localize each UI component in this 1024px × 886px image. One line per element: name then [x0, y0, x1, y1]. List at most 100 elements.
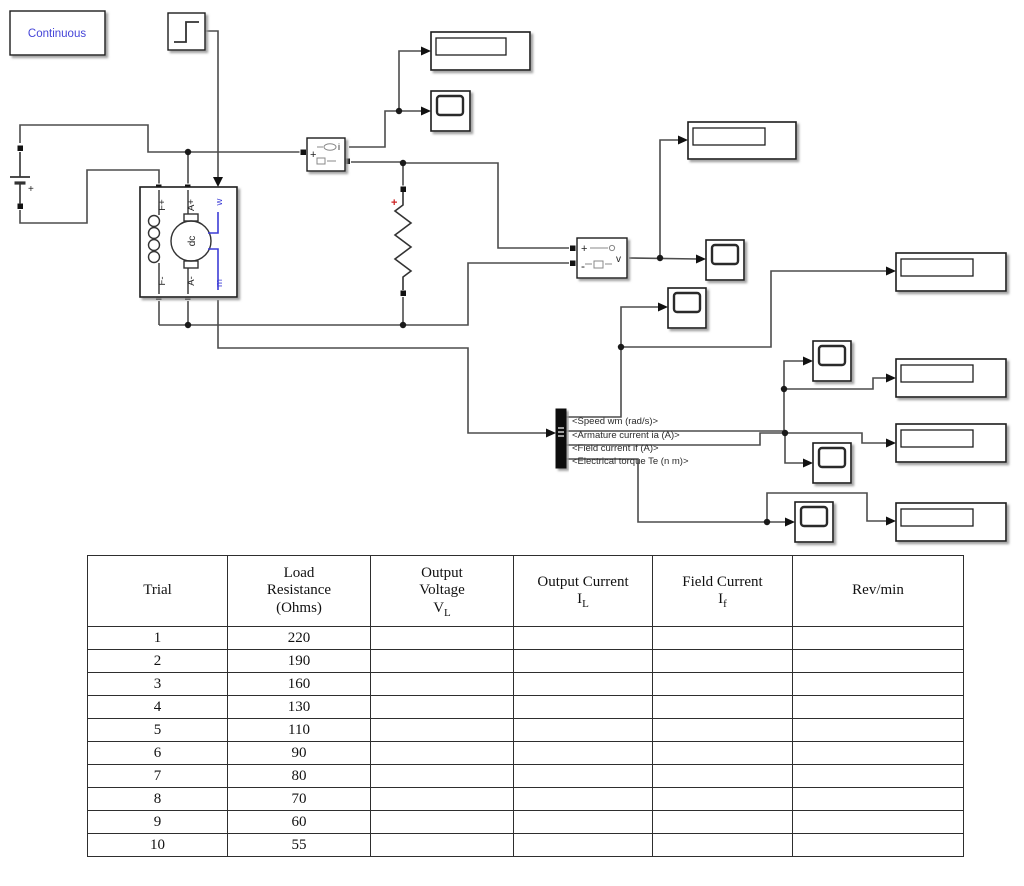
- table-row: 5 110: [87, 718, 964, 742]
- current-i-label: i: [338, 142, 340, 152]
- table-row: 4 130: [87, 695, 964, 719]
- step-icon: [174, 21, 199, 43]
- header-field-current: Field Current If: [652, 555, 793, 627]
- voltage-measurement-block[interactable]: + - v: [576, 237, 628, 279]
- voltage-v-label: v: [616, 254, 621, 265]
- wire-speed-to-display: [621, 270, 888, 348]
- wires: [19, 30, 888, 523]
- empty-cell: [513, 764, 653, 788]
- empty-cell: [513, 810, 653, 834]
- display-2[interactable]: [687, 121, 797, 160]
- dc-machine-block[interactable]: dc F+ A+ w F- A- m: [139, 186, 238, 298]
- trial-cell: 1: [87, 626, 228, 650]
- scope-6[interactable]: [794, 501, 834, 543]
- scope-3[interactable]: [667, 287, 707, 329]
- wire-current-signal: [349, 110, 423, 148]
- wire-battery-positive: [19, 124, 303, 153]
- wire-voltage-signal: [628, 257, 699, 260]
- resistance-cell: 80: [227, 764, 371, 788]
- empty-cell: [513, 695, 653, 719]
- display-5[interactable]: [895, 423, 1007, 463]
- table-row: 3 160: [87, 672, 964, 696]
- table-row: 1 220: [87, 626, 964, 650]
- empty-cell: [792, 810, 964, 834]
- wire-field: [566, 432, 888, 446]
- empty-cell: [792, 649, 964, 673]
- header-output-current: Output Current IL: [513, 555, 653, 627]
- empty-cell: [652, 764, 793, 788]
- display-4[interactable]: [895, 358, 1007, 398]
- empty-cell: [652, 695, 793, 719]
- armature-icon: [170, 190, 212, 294]
- resistance-cell: 55: [227, 833, 371, 857]
- signal-label-speed: <Speed wm (rad/s)>: [572, 416, 659, 427]
- voltage-plus-label: +: [581, 243, 587, 255]
- scope-4[interactable]: [812, 340, 852, 382]
- voltage-minus-label: -: [581, 259, 585, 273]
- load-resistor[interactable]: +: [391, 192, 413, 290]
- resistance-cell: 110: [227, 718, 371, 742]
- results-table: Trial Load Resistance (Ohms) Output Volt…: [87, 555, 964, 857]
- empty-cell: [370, 626, 514, 650]
- trial-cell: 6: [87, 741, 228, 765]
- wire-field-to-scope: [784, 433, 805, 464]
- svg-text:w: w: [214, 198, 225, 206]
- scope-screen: [710, 243, 740, 266]
- step-block[interactable]: [167, 12, 206, 51]
- table-row: 10 55: [87, 833, 964, 857]
- display-6[interactable]: [895, 502, 1007, 542]
- current-measurement-block[interactable]: + i: [306, 137, 346, 172]
- table-header-row: Trial Load Resistance (Ohms) Output Volt…: [87, 555, 964, 627]
- table-row: 7 80: [87, 764, 964, 788]
- voltmeter-icon: [585, 244, 616, 269]
- empty-cell: [652, 741, 793, 765]
- resistance-cell: 60: [227, 810, 371, 834]
- empty-cell: [513, 833, 653, 857]
- empty-cell: [652, 718, 793, 742]
- header-output-voltage: Output Voltage VL: [370, 555, 514, 627]
- empty-cell: [370, 833, 514, 857]
- scope-2[interactable]: [705, 239, 745, 281]
- wire-current-to-display: [398, 50, 423, 111]
- empty-cell: [370, 764, 514, 788]
- svg-text:F-: F-: [157, 277, 168, 286]
- scope-1[interactable]: [430, 90, 471, 132]
- empty-cell: [513, 741, 653, 765]
- empty-cell: [792, 626, 964, 650]
- empty-cell: [513, 718, 653, 742]
- display-1[interactable]: [430, 31, 531, 71]
- wire-armature: [566, 360, 805, 432]
- signal-label-field-current: <Field current if (A)>: [572, 443, 659, 454]
- empty-cell: [792, 787, 964, 811]
- resistor-polarity-mark: +: [391, 197, 397, 209]
- bus-selector-ticks: [558, 427, 564, 437]
- wire-armature-to-display: [784, 377, 888, 390]
- empty-cell: [513, 672, 653, 696]
- trial-cell: 10: [87, 833, 228, 857]
- powergui-block[interactable]: Continuous: [9, 10, 106, 56]
- empty-cell: [792, 741, 964, 765]
- scope-screen: [817, 344, 847, 367]
- empty-cell: [370, 649, 514, 673]
- displays: [430, 31, 1007, 542]
- bus-selector-block[interactable]: [555, 408, 567, 469]
- empty-cell: [370, 741, 514, 765]
- empty-cell: [513, 787, 653, 811]
- empty-cell: [652, 787, 793, 811]
- table-row: 9 60: [87, 810, 964, 834]
- ammeter-icon: [316, 143, 337, 165]
- display-3[interactable]: [895, 252, 1007, 292]
- battery-plus-label: +: [28, 184, 34, 195]
- powergui-label: Continuous: [28, 28, 86, 40]
- table-row: 8 70: [87, 787, 964, 811]
- scope-screen: [672, 291, 702, 314]
- resistance-cell: 70: [227, 787, 371, 811]
- table-row: 6 90: [87, 741, 964, 765]
- empty-cell: [513, 626, 653, 650]
- signal-label-armature-current: <Armature current ia (A)>: [572, 430, 680, 441]
- dc-voltage-source[interactable]: +: [10, 152, 34, 204]
- scope-5[interactable]: [812, 442, 852, 484]
- signal-label-torque: <Electrical torque Te (n m)>: [572, 456, 689, 467]
- trial-cell: 4: [87, 695, 228, 719]
